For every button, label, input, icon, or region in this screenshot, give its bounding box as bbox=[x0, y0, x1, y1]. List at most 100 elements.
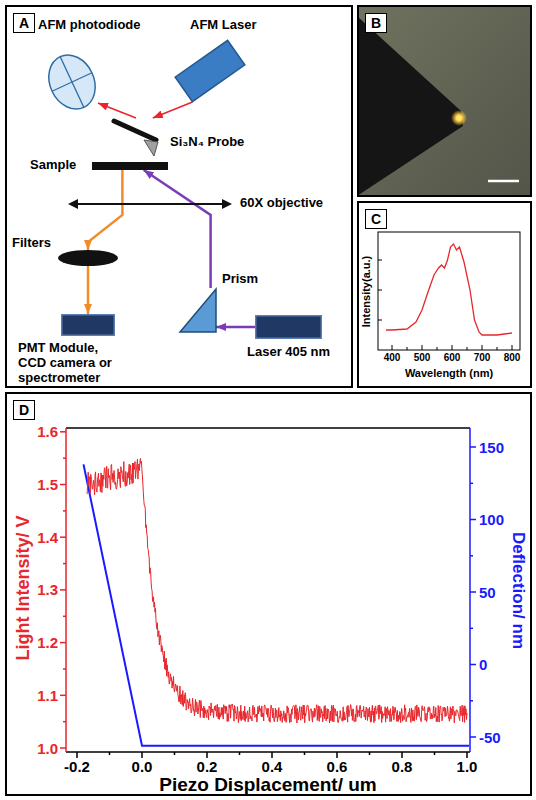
force-curve-plot bbox=[60, 428, 476, 758]
part-label: AFM Laser bbox=[190, 18, 256, 33]
plot-mark bbox=[470, 519, 476, 521]
plot-mark bbox=[357, 16, 463, 196]
plot-mark bbox=[457, 116, 462, 121]
plot-mark bbox=[470, 736, 476, 738]
light-beam bbox=[87, 266, 90, 314]
plot-mark bbox=[470, 447, 476, 737]
plot-mark bbox=[488, 180, 519, 183]
tick-label: 500 bbox=[414, 353, 431, 363]
plot-mark bbox=[392, 345, 393, 350]
plot-mark bbox=[470, 555, 473, 557]
plot-mark bbox=[470, 483, 473, 485]
plot-mark bbox=[63, 563, 66, 565]
afm-probe: Si₃N₄ Probe bbox=[112, 118, 160, 158]
part-label: Sample bbox=[30, 158, 76, 173]
panel-letter: C bbox=[365, 209, 387, 229]
plot-mark bbox=[378, 320, 382, 321]
tick-label: 700 bbox=[474, 353, 491, 363]
tick-label: 0.2 bbox=[197, 759, 218, 774]
objective-lens: 60X objective bbox=[68, 198, 232, 210]
plot-mark bbox=[469, 428, 471, 752]
photodiode-shape bbox=[46, 52, 98, 112]
afm-laser: AFM Laser bbox=[175, 40, 245, 102]
light-beam bbox=[216, 326, 255, 329]
plot-mark bbox=[470, 591, 476, 593]
tick-label: 1.6 bbox=[37, 424, 58, 439]
sample-slab: Sample bbox=[92, 162, 168, 170]
plot-mark bbox=[422, 345, 423, 350]
plot-mark bbox=[60, 431, 66, 433]
plot-mark bbox=[60, 695, 66, 697]
axis-title: Light Intensity/ V bbox=[13, 515, 31, 660]
plot-mark bbox=[357, 5, 532, 197]
tick-label: 400 bbox=[384, 353, 401, 363]
plot-mark bbox=[60, 642, 66, 644]
prism: Prism bbox=[180, 288, 216, 332]
tick-label: 100 bbox=[479, 512, 504, 527]
plot-mark bbox=[141, 752, 143, 758]
tick-label: -50 bbox=[479, 730, 501, 745]
panel-letter: B bbox=[365, 13, 387, 33]
part-label: Prism bbox=[222, 272, 258, 287]
afm-probe-shape bbox=[112, 118, 160, 158]
plot-mark bbox=[271, 752, 273, 758]
tick-label: 1.4 bbox=[37, 530, 58, 545]
plot-mark bbox=[174, 752, 176, 755]
figure-panel: AAFM photodiodeAFM LaserSi₃N₄ ProbeSampl… bbox=[5, 5, 353, 388]
plot-mark bbox=[63, 457, 66, 459]
plot-mark bbox=[206, 752, 208, 758]
plot-mark bbox=[482, 345, 483, 350]
plot-mark bbox=[60, 432, 66, 748]
plot-mark bbox=[87, 459, 467, 724]
tick-label: 1.0 bbox=[37, 741, 58, 756]
plot-mark bbox=[386, 244, 512, 335]
plot-mark bbox=[378, 260, 382, 261]
afm-laser-shape bbox=[175, 40, 245, 102]
plot-mark bbox=[63, 721, 66, 723]
spectrum-plot bbox=[378, 232, 520, 350]
axis-title: Deflection/ nm bbox=[511, 531, 528, 648]
plot-mark bbox=[84, 464, 470, 745]
light-beam bbox=[88, 170, 122, 250]
part-label: 60X objective bbox=[240, 196, 323, 211]
plot-mark bbox=[466, 752, 468, 758]
tick-label: 1.5 bbox=[37, 477, 58, 492]
plot-mark bbox=[66, 751, 470, 753]
plot-mark bbox=[63, 668, 66, 670]
plot-mark bbox=[60, 484, 66, 486]
plot-mark bbox=[109, 752, 111, 755]
detector-box: PMT Module, CCD camera or spectrometer bbox=[61, 314, 115, 336]
plot-mark bbox=[60, 747, 66, 749]
tick-label: 1.2 bbox=[37, 635, 58, 650]
plot-mark bbox=[60, 589, 66, 591]
filter-disc: Filters bbox=[58, 250, 118, 266]
tick-label: 0.8 bbox=[392, 759, 413, 774]
panel-letter: D bbox=[13, 400, 35, 420]
light-beam bbox=[144, 170, 211, 288]
part-label: Filters bbox=[12, 236, 51, 251]
plot-mark bbox=[512, 345, 513, 350]
tick-label: 0.0 bbox=[132, 759, 153, 774]
tick-label: 1.1 bbox=[37, 688, 58, 703]
photodiode: AFM photodiode bbox=[46, 52, 98, 112]
plot-mark bbox=[60, 536, 66, 538]
tick-label: 1.0 bbox=[457, 759, 478, 774]
objective-lens-shape bbox=[68, 198, 232, 210]
plot-mark bbox=[467, 347, 468, 350]
plot-mark bbox=[437, 347, 438, 350]
plot-mark bbox=[407, 347, 408, 350]
filter-disc-shape bbox=[58, 250, 118, 266]
light-beam bbox=[153, 102, 193, 118]
axis-title: Wavelength (nm) bbox=[405, 368, 493, 379]
plot-mark bbox=[304, 752, 306, 755]
axis-title: Intensity(a.u.) bbox=[361, 255, 372, 327]
microscope-image bbox=[357, 5, 532, 197]
plot-mark bbox=[401, 752, 403, 758]
plot-mark bbox=[336, 752, 338, 758]
tick-label: 0.6 bbox=[327, 759, 348, 774]
tick-label: 150 bbox=[479, 440, 504, 455]
plot-mark bbox=[239, 752, 241, 755]
